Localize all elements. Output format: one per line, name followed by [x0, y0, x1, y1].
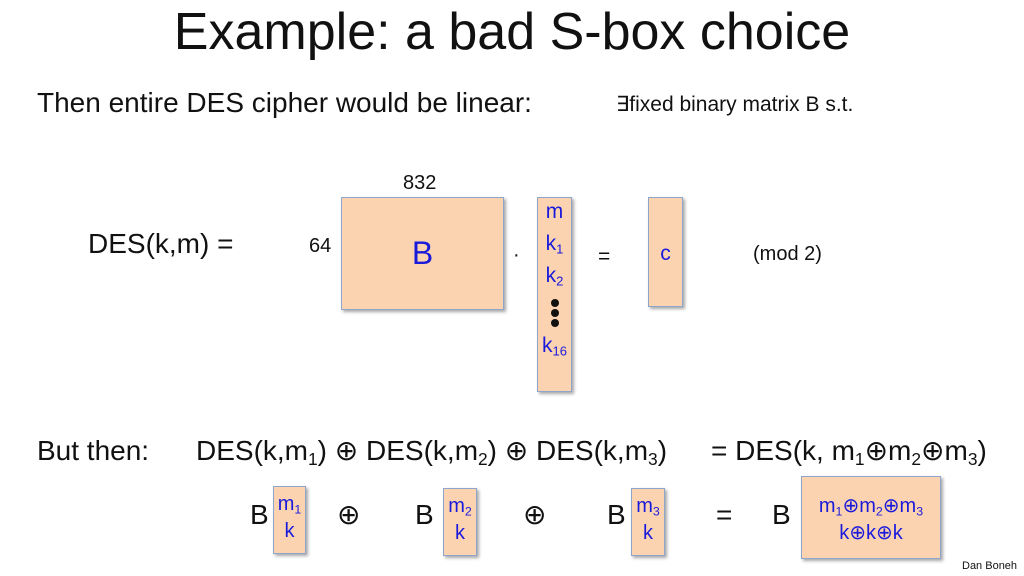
des-lhs: DES(k,m) =	[88, 228, 234, 259]
equals-sign: =	[598, 245, 611, 268]
vector-k2: k2	[545, 264, 564, 289]
bottom-vector-4: m1⊕m2⊕m3 k⊕k⊕k	[801, 476, 941, 559]
vector-k16: k16	[542, 334, 567, 359]
bottom-b-3: B	[607, 499, 626, 530]
bottom-b-4: B	[772, 499, 791, 530]
bottom-vector-3: m3 k	[631, 488, 665, 556]
vertical-ellipsis-icon	[550, 297, 559, 329]
bottom-xor-icon-2: ⊕	[523, 499, 547, 530]
intro-text: Then entire DES cipher would be linear:	[37, 87, 532, 118]
xor-icon: ⊕	[864, 435, 889, 466]
bottom-b-2: B	[415, 499, 434, 530]
but-then-label: But then:	[37, 435, 150, 466]
xor-equation: DES(k,m1) ⊕ DES(k,m2) ⊕ DES(k,m3)	[196, 435, 668, 469]
matrix-b-label: B	[411, 235, 434, 271]
vector-m: m	[545, 200, 564, 223]
footer-author: Dan Boneh	[962, 560, 1018, 572]
matrix-rows-label: 64	[309, 235, 332, 257]
xor-icon: ⊕	[921, 435, 945, 466]
vector-k1: k1	[545, 232, 564, 257]
xor-icon: ⊕	[504, 435, 529, 466]
dot-operator: ·	[513, 244, 520, 266]
matrix-b: B	[341, 197, 504, 310]
bottom-equals-sign: =	[716, 499, 733, 530]
matrix-cols-label: 832	[403, 172, 437, 194]
intro-note: ∃fixed binary matrix B s.t.	[616, 93, 854, 116]
xor-icon: ⊕	[334, 435, 359, 466]
bottom-vector-1: m1 k	[273, 486, 306, 554]
slide-title: Example: a bad S-box choice	[173, 3, 851, 61]
mod-note: (mod 2)	[753, 243, 822, 265]
bottom-b-1: B	[250, 499, 269, 530]
xor-equation-rhs: = DES(k, m1⊕m2⊕m3)	[711, 435, 987, 469]
input-vector: m k1 k2 k16	[537, 197, 572, 392]
bottom-vector-2: m2 k	[443, 488, 477, 556]
result-c: c	[660, 242, 671, 265]
result-vector: c	[648, 197, 683, 307]
bottom-xor-icon-1: ⊕	[337, 499, 361, 530]
